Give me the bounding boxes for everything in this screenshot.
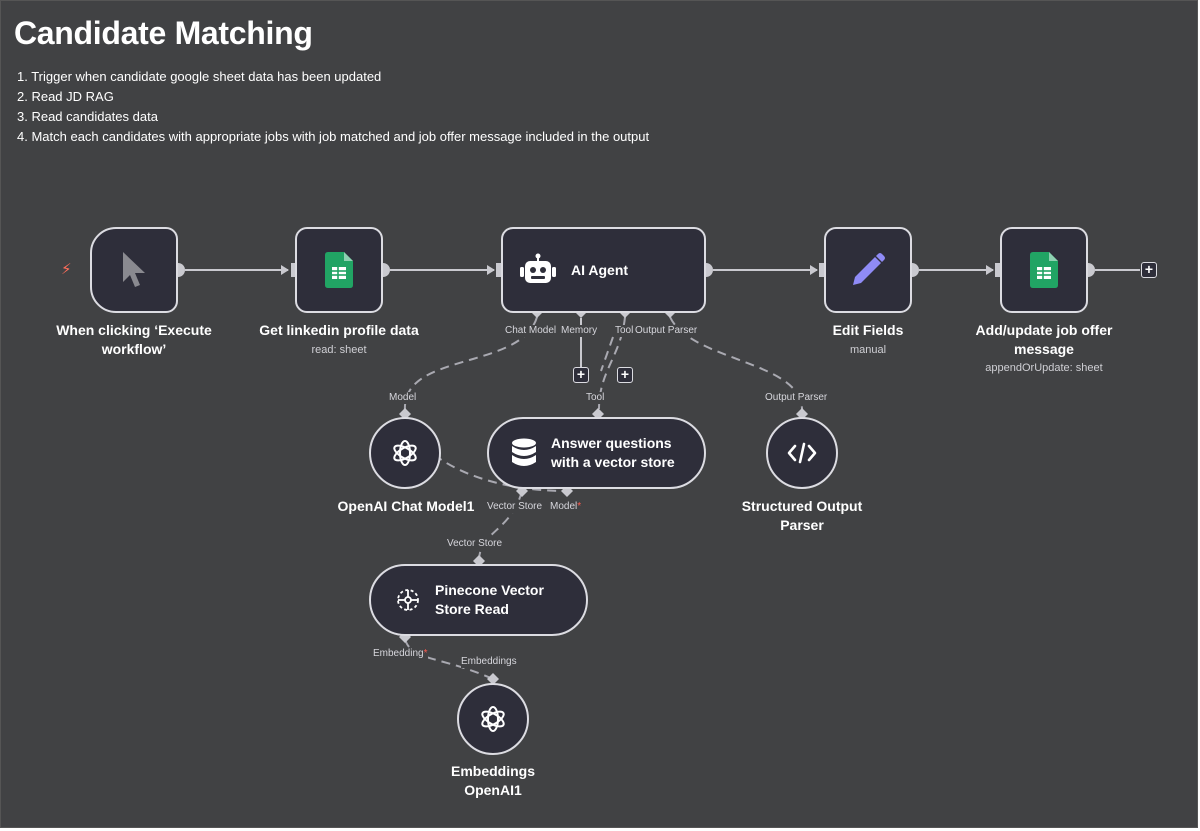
port-diamond — [487, 673, 499, 685]
node-vector-store-tool[interactable]: Answer questions with a vector store — [487, 417, 706, 489]
node-openai-chat-model[interactable] — [369, 417, 441, 489]
openai-icon — [478, 704, 508, 734]
google-sheets-icon — [1030, 252, 1058, 288]
add-next-node-button[interactable]: + — [1141, 262, 1157, 278]
openai-icon — [390, 438, 420, 468]
node-label-vector-tool: Answer questions with a vector store — [551, 435, 675, 470]
port-label-model: Model — [389, 392, 417, 404]
sticky-steps: 1. Trigger when candidate google sheet d… — [17, 67, 649, 147]
pinecone-icon — [395, 587, 421, 613]
add-memory-button[interactable]: + — [573, 367, 589, 383]
sticky-title: Candidate Matching — [14, 15, 313, 51]
port-label-embeddings-out: Embeddings — [461, 656, 517, 668]
input-handle — [819, 263, 825, 277]
pencil-icon — [849, 251, 887, 289]
node-label-linkedin: Get linkedin profile data — [259, 322, 419, 338]
sticky-step: 1. Trigger when candidate google sheet d… — [17, 69, 382, 84]
input-handle — [995, 263, 1001, 277]
node-label-edit: Edit Fields — [832, 322, 904, 338]
input-handle — [291, 263, 297, 277]
node-structured-parser[interactable] — [766, 417, 838, 489]
port-label-tool: Tool — [615, 325, 634, 337]
node-subtitle-linkedin: read: sheet — [311, 344, 367, 356]
node-label-addupdate: Add/update job offer message — [975, 322, 1113, 357]
node-label-parser: Structured Output Parser — [741, 498, 863, 533]
port-label-memory: Memory — [561, 325, 598, 337]
node-label-trigger: When clicking ‘Execute workflow’ — [56, 322, 212, 357]
port-label-embedding: Embedding* — [373, 648, 428, 660]
node-pinecone-store[interactable]: Pinecone Vector Store Read — [369, 564, 588, 636]
connection-embedding-pinecone — [404, 638, 494, 680]
arrowhead — [810, 265, 818, 275]
port-label-chat-model: Chat Model — [505, 325, 557, 337]
sticky-step: 4. Match each candidates with appropriat… — [17, 129, 650, 144]
node-label-agent: AI Agent — [571, 261, 629, 278]
port-label-pinecone-out: Vector Store — [447, 538, 503, 550]
google-sheets-icon — [325, 252, 353, 288]
port-label-tool-out: Tool — [586, 392, 605, 404]
node-embeddings-openai[interactable] — [457, 683, 529, 755]
node-edit-fields[interactable] — [824, 227, 912, 313]
node-label-pinecone: Pinecone Vector Store Read — [435, 582, 544, 617]
node-label-chat-model: OpenAI Chat Model1 — [337, 498, 475, 514]
node-subtitle-addupdate: appendOrUpdate: sheet — [985, 362, 1103, 374]
arrowhead — [281, 265, 289, 275]
node-manual-trigger[interactable] — [90, 227, 178, 313]
connection-tool-agent — [598, 316, 626, 410]
node-add-update[interactable] — [1000, 227, 1088, 313]
node-get-linkedin[interactable] — [295, 227, 383, 313]
arrowhead — [487, 265, 495, 275]
node-subtitle-edit: manual — [849, 344, 887, 356]
robot-icon — [519, 253, 557, 287]
connection-vectorstore-tool — [478, 490, 523, 560]
sticky-step: 2. Read JD RAG — [17, 89, 114, 104]
trigger-bolt-icon: ⚡︎ — [61, 261, 72, 278]
port-label-output-parser: Output Parser — [635, 325, 698, 337]
input-handle — [496, 263, 502, 277]
sticky-step: 3. Read candidates data — [17, 109, 158, 124]
node-ai-agent[interactable]: AI Agent — [501, 227, 706, 313]
port-label-vector-store: Vector Store — [487, 501, 543, 513]
connection-tool-agent-2 — [600, 336, 614, 372]
add-tool-button[interactable]: + — [617, 367, 633, 383]
code-icon — [787, 442, 817, 464]
cursor-icon — [119, 250, 149, 290]
node-label-embeddings: Embeddings OpenAI1 — [450, 763, 535, 798]
port-label-parser-out: Output Parser — [765, 392, 828, 404]
port-label-vector-model: Model* — [550, 501, 582, 513]
database-icon — [511, 438, 537, 468]
arrowhead — [986, 265, 994, 275]
